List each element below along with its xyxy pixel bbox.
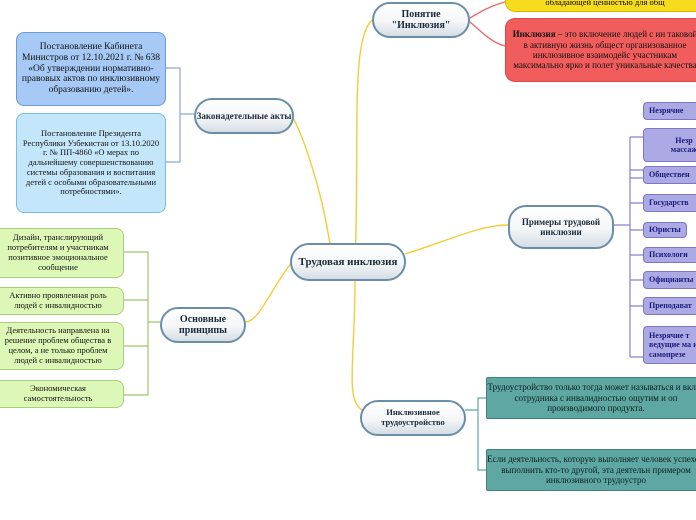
example-item-7-text: Официанты [649,275,694,285]
link-employment-bracket [465,397,486,471]
principle-item-2-text: Активно проявленная роль людей с инвалид… [9,290,107,310]
employment-item-1: Трудоустройство только тогда может назыв… [486,377,696,419]
employment-item-2-text: Если деятельность, которую выполняет чел… [487,454,696,486]
branch-examples-label: Примеры трудовой инклюзии [521,216,601,237]
concept-yellow-text: обладающей ценностью для общ [545,0,665,8]
example-item-6: Психологи [643,247,696,263]
example-item-7: Официанты [643,271,696,289]
example-item-5: Юристы [643,222,687,238]
concept-yellow-box: обладающей ценностью для общ [505,0,696,12]
branch-employment-label: Инклюзивное трудоустройство [381,407,445,427]
link-leg-bracket [166,67,194,163]
link-center-legislation [292,117,331,245]
example-item-2-text: Незр массаж [670,135,696,154]
center-node[interactable]: Трудовая инклюзия [290,243,406,281]
legislation-item-1-text: Постановление Кабинета Министров от 12.1… [21,41,161,96]
principle-item-4: Экономическая самостоятельность [0,380,124,408]
link-center-concept [354,19,373,263]
employment-item-1-text: Трудоустройство только тогда может назыв… [487,382,696,414]
example-item-8: Преподават [643,297,696,315]
concept-red-content: Инклюзия – это включение людей с ин тако… [512,29,696,70]
center-label: Трудовая инклюзия [298,255,398,268]
example-item-3b: Государств [643,194,696,212]
branch-principles[interactable]: Основные принципы [160,307,246,343]
branch-examples[interactable]: Примеры трудовой инклюзии [508,205,614,249]
example-item-9: Незрячие т ведущие ма и самопрезе [643,326,696,364]
principle-item-4-text: Экономическая самостоятельность [23,383,93,403]
example-item-2: Незр массаж [643,128,696,162]
branch-legislation-label: Законадетельные акты [196,110,292,121]
principle-item-1-text: Дизайн, транслирующий потребителям и уча… [7,232,109,272]
principle-item-2: Активно проявленная роль людей с инвалид… [0,287,124,315]
principle-item-3: Деятельность направлена на решение пробл… [0,322,124,370]
link-principles-bracket [124,251,160,396]
branch-inclusion-concept[interactable]: Понятие "Инклюзия" [372,2,470,38]
example-item-8-text: Преподават [649,301,692,311]
concept-red-text: – это включение людей с ин таковой в акт… [513,29,696,71]
example-item-obsch: Обществен [643,166,696,184]
example-item-9-text: Незрячие т ведущие ма и самопрезе [649,331,696,359]
link-center-examples [404,224,509,255]
legislation-item-2: Постановление Президента Республики Узбе… [16,113,166,213]
example-item-5-text: Юристы [649,225,681,235]
link-center-principles [245,261,293,323]
example-item-4-text: Государств [649,198,689,208]
legislation-item-2-text: Постановление Президента Республики Узбе… [22,127,160,197]
example-item-6-text: Психологи [649,250,688,260]
concept-red-box: Инклюзия – это включение людей с ин тако… [505,18,696,82]
principle-item-1: Дизайн, транслирующий потребителям и уча… [0,228,124,278]
example-item-1: Незрячие [643,102,696,120]
link-concept-red [469,21,506,47]
branch-inclusion-concept-label: Понятие "Инклюзия" [391,8,451,32]
branch-legislation[interactable]: Законадетельные акты [194,98,294,134]
branch-principles-label: Основные принципы [179,313,227,337]
employment-item-2: Если деятельность, которую выполняет чел… [486,449,696,491]
link-concept-yellow [469,1,506,19]
principle-item-3-text: Деятельность направлена на решение пробл… [4,325,112,365]
branch-employment[interactable]: Инклюзивное трудоустройство [360,400,466,436]
link-center-employment [351,279,363,411]
example-item-3-text: Обществен [649,170,690,180]
concept-red-term: Инклюзия [512,29,556,40]
example-item-1-text: Незрячие [649,106,684,116]
legislation-item-1: Постановление Кабинета Министров от 12.1… [16,32,166,106]
